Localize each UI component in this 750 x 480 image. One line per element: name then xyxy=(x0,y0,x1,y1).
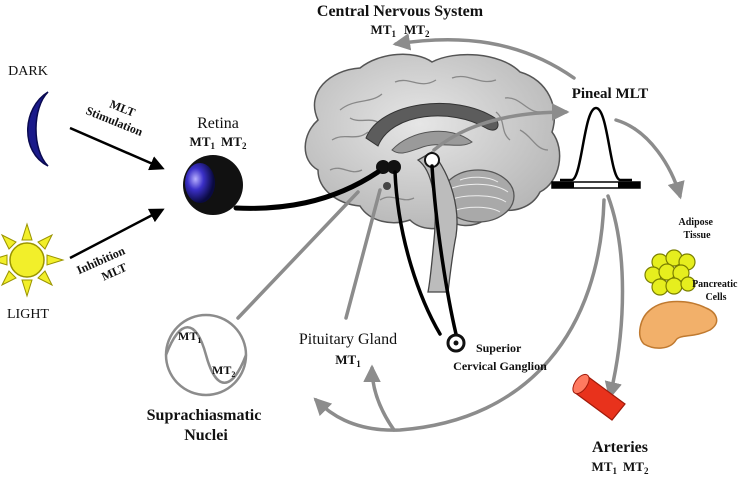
arteries-title: Arteries xyxy=(592,439,648,456)
pituitary-receptors: MT1 xyxy=(335,352,361,369)
moon-icon xyxy=(27,91,49,167)
scn-rhythm-icon xyxy=(164,313,248,397)
retina-title: Retina xyxy=(197,115,239,132)
pancreatic-label: Pancreatic Cells xyxy=(692,279,740,303)
cns-title: Central Nervous System xyxy=(317,3,484,20)
light-label: LIGHT xyxy=(7,307,49,322)
feedback-arrows xyxy=(236,33,685,432)
scn-title: Suprachiasmatic Nuclei xyxy=(147,407,266,444)
stimulation-arrow xyxy=(69,126,165,171)
pituitary-title: Pituitary Gland xyxy=(299,331,397,348)
dark-label: DARK xyxy=(8,64,48,79)
inhibition-arrow xyxy=(69,208,165,260)
scg-label: Superior Cervical Ganglion xyxy=(453,341,547,373)
stimulation-label: MLT Stimulation xyxy=(84,89,151,138)
adipose-icon xyxy=(644,249,696,296)
pancreas-icon xyxy=(638,300,718,349)
ganglion-icon xyxy=(446,333,466,353)
pineal-title: Pineal MLT xyxy=(572,86,649,102)
adipose-label: Adipose Tissue xyxy=(679,217,716,241)
scn-mt2: MT2 xyxy=(212,363,235,379)
eye-icon xyxy=(183,155,243,215)
artery-icon xyxy=(572,373,626,421)
sun-icon xyxy=(0,222,65,298)
scn-mt1: MT1 xyxy=(178,329,201,345)
neural-pathways xyxy=(233,164,458,336)
pineal-melatonin-curve xyxy=(551,106,641,189)
